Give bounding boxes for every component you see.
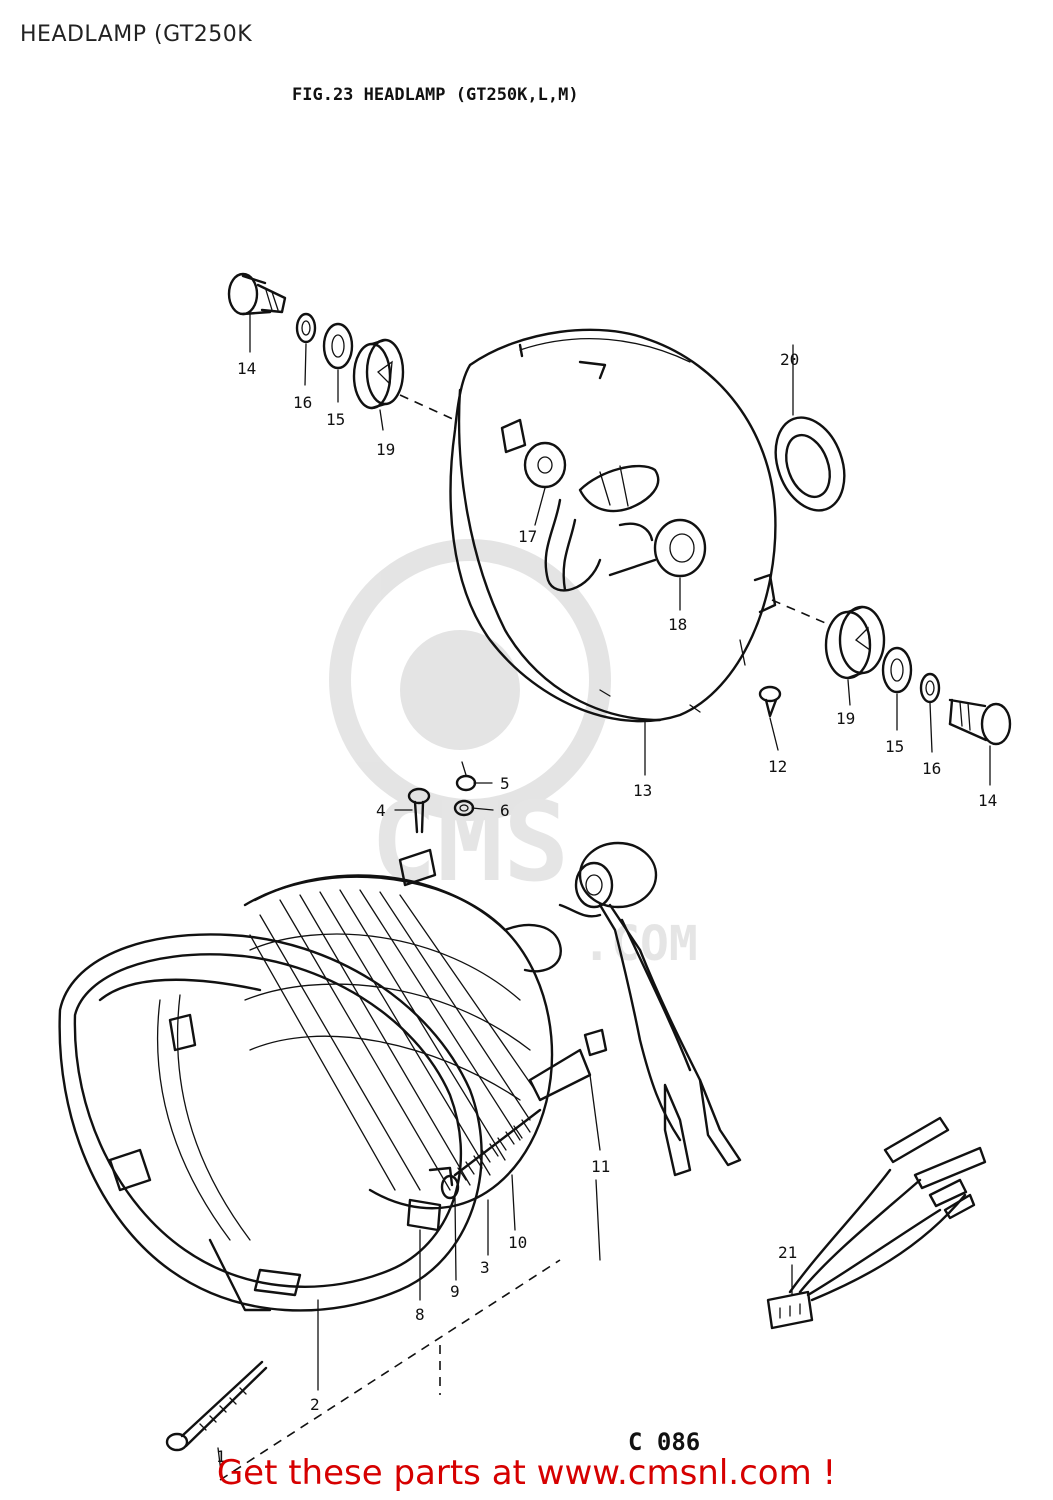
screw-part-1[interactable]: [165, 1360, 268, 1452]
callout-15-left: 15: [326, 410, 345, 429]
washer-part-9[interactable]: [440, 1174, 460, 1200]
callout-labels: 14 16 15 19 17 18 20 19 15 16 12 13 14 4…: [216, 350, 997, 1466]
headlamp-housing-part-13[interactable]: [449, 328, 777, 723]
sealed-beam-part-3[interactable]: [243, 841, 742, 1210]
wire-harness-part-21[interactable]: [766, 1116, 987, 1330]
callout-6: 6: [500, 801, 510, 820]
callout-8: 8: [415, 1305, 425, 1324]
watermark-logo-text: CMS: [371, 778, 570, 906]
lock-washer-part-16-right[interactable]: [919, 672, 941, 704]
callout-14-right: 14: [978, 791, 997, 810]
callout-5: 5: [500, 774, 510, 793]
grommet-part-20[interactable]: [764, 408, 857, 520]
callout-19-right: 19: [836, 709, 855, 728]
adjusting-spring-part-10[interactable]: [453, 1108, 542, 1181]
callout-16-right: 16: [922, 759, 941, 778]
callout-18: 18: [668, 615, 687, 634]
callout-19-left: 19: [376, 440, 395, 459]
cushion-part-19-left[interactable]: [352, 338, 405, 410]
callout-17: 17: [518, 527, 537, 546]
washer-part-15-right[interactable]: [881, 646, 913, 694]
bracket-part-11[interactable]: [528, 1028, 608, 1102]
screw-part-12[interactable]: [758, 685, 782, 718]
callout-21: 21: [778, 1243, 797, 1262]
callout-11: 11: [591, 1157, 610, 1176]
promo-link[interactable]: Get these parts at www.cmsnl.com !: [216, 1453, 837, 1493]
figure-code: C 086: [628, 1428, 700, 1456]
figure-title: FIG.23 HEADLAMP (GT250K,L,M): [292, 85, 579, 105]
callout-20: 20: [780, 350, 799, 369]
callout-16-left: 16: [293, 393, 312, 412]
headlamp-rim-part-2[interactable]: [58, 933, 483, 1312]
callout-9: 9: [450, 1282, 460, 1301]
callout-14-left: 14: [237, 359, 256, 378]
cushion-part-19-right[interactable]: [824, 605, 886, 680]
callout-12: 12: [768, 757, 787, 776]
leader-right-mount: [771, 599, 831, 626]
watermark-domain-text: .COM: [582, 916, 698, 972]
screw-part-4[interactable]: [407, 787, 431, 834]
callout-2: 2: [310, 1395, 320, 1414]
lock-washer-part-16-left[interactable]: [295, 312, 317, 344]
callout-1: 1: [216, 1447, 226, 1466]
leader-lines: [217, 313, 991, 1481]
callout-4: 4: [376, 801, 386, 820]
bolt-part-14-left[interactable]: [227, 272, 287, 316]
callout-10: 10: [508, 1233, 527, 1252]
callout-13: 13: [633, 781, 652, 800]
callout-15-right: 15: [885, 737, 904, 756]
washer-part-15-left[interactable]: [322, 322, 354, 370]
bolt-part-14-right[interactable]: [948, 698, 1012, 746]
cms-watermark: CMS .COM: [329, 539, 698, 972]
page-title: HEADLAMP (GT250K: [20, 22, 253, 47]
leader-left-mount: [399, 394, 456, 421]
callout-3: 3: [480, 1258, 490, 1277]
